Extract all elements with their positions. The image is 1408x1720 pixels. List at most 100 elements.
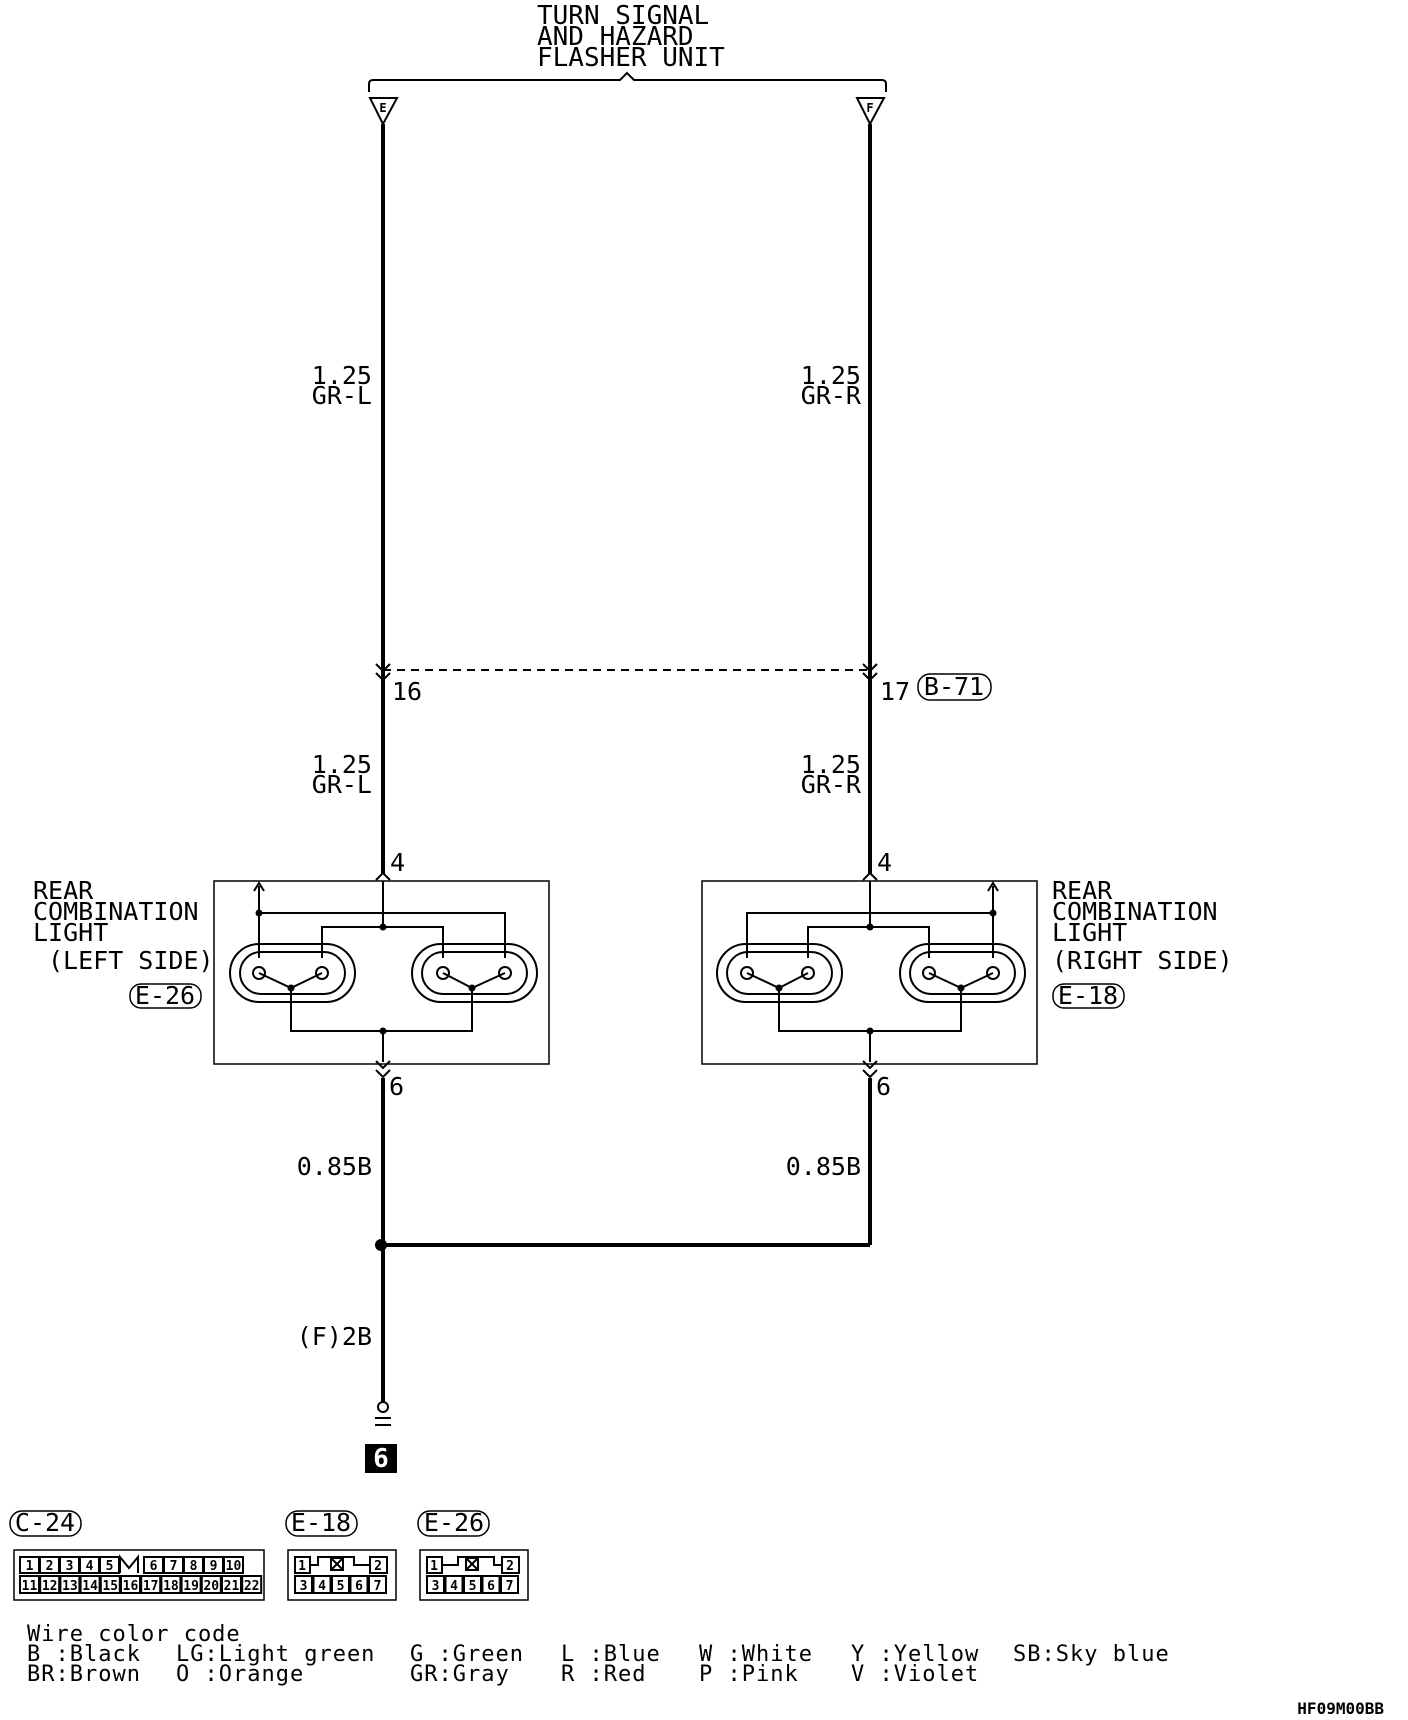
e26-pin-6-label: 6 [487,1579,495,1594]
wire-left-upper-size: 1.25 [312,361,372,390]
c24-key-notch [119,1554,139,1573]
e26-cell-2-label: 2 [506,1559,514,1574]
e18-pin-3-label: 3 [300,1579,308,1594]
c24-pin-20 [200,1575,222,1594]
left-lamp-bulb-1-pin-b [315,966,329,980]
c24-pin-21-label: 21 [224,1579,240,1594]
right-lamp-bottom-arrow [862,1060,878,1079]
ground-splice [375,1239,387,1251]
connector-c24-badge [9,1510,82,1537]
left-lamp-inner-arrow [253,881,265,892]
legend-br: BR:Brown [27,1662,141,1687]
c24-pin-10-label: 10 [226,1559,242,1574]
terminal-e: E [368,97,399,127]
right-lamp-bulb-1-filament [746,972,809,990]
left-lamp-top-arrow [375,871,391,881]
left-lamp-bulb-2-filament [442,972,506,990]
right-lamp-outer-loop [746,886,994,958]
c24-pin-12-label: 12 [42,1579,58,1594]
right-lamp-bulb-2-pin-a [922,966,936,980]
e18-cell-2 [369,1556,388,1574]
legend-o: O :Orange [176,1662,304,1687]
connector-e18-badge [285,1510,358,1537]
rear-combination-light-right: 4 6 REAR COMBINATION LIGHT (RIGHT SIDE) [701,848,1233,1101]
legend-g: G :Green [410,1642,524,1667]
connector-e26-badge [417,1510,490,1537]
wire-ground-right-label: 0.85B [786,1152,861,1181]
c24-pin-18 [160,1575,182,1594]
right-lamp-bulb-2-pin-b [986,966,1000,980]
left-lamp-label-1: REAR [33,876,94,905]
c24-pin-19 [180,1575,202,1594]
right-lamp-node-5 [866,1027,874,1035]
right-lamp-label-2: COMBINATION [1052,897,1218,926]
right-lamp-bulb-2-filament [928,972,994,990]
e26-pin-3-label: 3 [432,1579,440,1594]
left-lamp-bulb-1 [229,943,356,1003]
terminal-f-label: F [866,101,873,115]
wire-left-lower-size: 1.25 [312,750,372,779]
right-lamp-connector-badge [1052,983,1125,1009]
e26-pin-3 [426,1575,445,1594]
c24-pin-17-label: 17 [143,1579,159,1594]
connector-c24-id: C-24 [15,1508,75,1537]
e26-pin-6 [481,1575,501,1594]
title-line-3: FLASHER UNIT [537,43,725,73]
c24-pin-19-label: 19 [183,1579,199,1594]
right-lamp-bulb-1 [716,943,843,1003]
right-lamp-label-1: REAR [1052,876,1113,905]
legend-gr: GR:Gray [410,1662,510,1687]
e18-pin-7 [368,1575,387,1594]
right-lamp-inner-arrow [987,881,999,892]
left-lamp-top-pin: 4 [390,848,405,877]
c24-pin-12 [39,1575,61,1594]
flasher-bracket [368,71,887,92]
c24-pin-22-label: 22 [244,1579,260,1594]
left-lamp-outer-loop [258,886,506,958]
right-lamp-label-3: LIGHT [1052,918,1127,947]
e18-pin-5-label: 5 [337,1579,345,1594]
left-lamp-mid-leads [321,926,444,958]
c24-pin-20-label: 20 [203,1579,219,1594]
c24-pin-6-label: 6 [150,1559,158,1574]
left-lamp-bulb-1-inner [239,951,346,995]
e18-pin-6-label: 6 [355,1579,363,1594]
e18-cell-2-label: 2 [374,1559,382,1574]
right-lamp-mid-leads [807,926,930,958]
c24-pin-14 [79,1575,101,1594]
e18-pin-3 [294,1575,313,1594]
junction-right-pin: 17 [880,677,910,706]
left-lamp-node-1 [255,909,263,917]
wire-right-upper-size: 1.25 [801,361,861,390]
left-lamp-bottom-pin: 6 [389,1072,404,1101]
wire-right-upper-color: GR-R [801,381,862,410]
right-lamp-bulb-1-pin-b [801,966,815,980]
rear-combination-light-left: 4 6 REAR COMBINATION LIGHT (LEFT SIDE) [33,848,550,1101]
left-lamp-bulb-2-pin-b [498,966,512,980]
terminal-f: F [855,97,886,127]
left-lamp-bulb-1-filament [258,972,323,990]
e18-pin-5 [331,1575,350,1594]
connector-e26-body [419,1549,529,1601]
e18-blank-pin [330,1557,344,1571]
junction-connector-badge [917,673,992,701]
e18-pin-6 [349,1575,369,1594]
c24-pin-9-label: 9 [210,1559,218,1574]
c24-pin-22 [241,1575,263,1594]
e18-pin-4 [312,1575,332,1594]
junction-left-pin: 16 [392,677,422,706]
c24-pin-18-label: 18 [163,1579,179,1594]
left-lamp-bottom-arrow [375,1060,391,1079]
e26-pin-7-label: 7 [506,1579,514,1594]
e26-pin-7 [500,1575,519,1594]
left-lamp-label-3: LIGHT [33,918,108,947]
wire-ground-main-label: (F)2B [297,1322,372,1351]
legend-p: P :Pink [699,1662,799,1687]
left-lamp-housing [213,880,550,1065]
c24-pin-17 [140,1575,162,1594]
